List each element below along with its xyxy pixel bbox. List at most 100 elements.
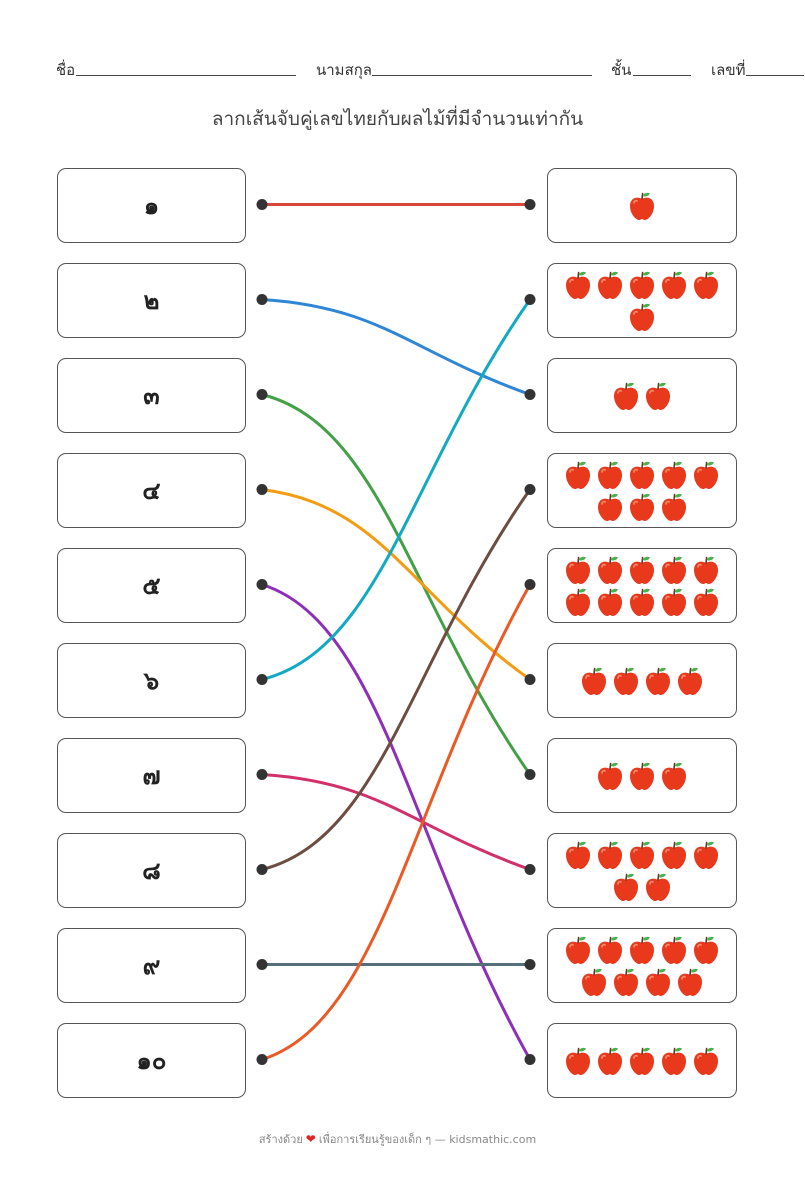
- right-connector-dot[interactable]: [524, 864, 536, 875]
- apple-icon: [630, 588, 654, 616]
- number-box[interactable]: ๘: [57, 833, 246, 908]
- number-label: เลขที่: [711, 61, 746, 79]
- left-connector-dot[interactable]: [256, 1054, 268, 1065]
- match-line[interactable]: [260, 488, 532, 871]
- apple-group: [562, 459, 722, 523]
- apple-box[interactable]: [547, 358, 737, 433]
- number-box[interactable]: ๑: [57, 168, 246, 243]
- apple-box[interactable]: [547, 453, 737, 528]
- match-line[interactable]: [260, 298, 532, 681]
- number-box[interactable]: ๔: [57, 453, 246, 528]
- apple-icon: [646, 382, 670, 410]
- apple-box[interactable]: [547, 928, 737, 1003]
- apple-icon: [646, 667, 670, 695]
- apple-icon: [630, 1047, 654, 1075]
- thai-numeral: ๗: [142, 761, 161, 790]
- left-connector-dot[interactable]: [256, 389, 268, 400]
- thai-numeral: ๘: [142, 856, 161, 885]
- apple-box[interactable]: [547, 738, 737, 813]
- apple-group: [562, 839, 722, 903]
- class-label: ชั้น: [611, 61, 632, 79]
- match-line[interactable]: [260, 583, 532, 1061]
- surname-field[interactable]: [372, 75, 592, 76]
- apple-icon: [630, 461, 654, 489]
- apple-group: [562, 269, 722, 333]
- apple-icon: [662, 556, 686, 584]
- surname-label: นามสกุล: [316, 61, 372, 79]
- right-connector-dot[interactable]: [524, 294, 536, 305]
- footer-suffix: เพื่อการเรียนรู้ของเด็ก ๆ — kidsmathic.c…: [318, 1133, 537, 1146]
- name-field[interactable]: [76, 75, 296, 76]
- number-box[interactable]: ๖: [57, 643, 246, 718]
- apple-icon: [614, 382, 638, 410]
- apple-icon: [598, 493, 622, 521]
- apple-icon: [582, 968, 606, 996]
- thai-numeral: ๓: [143, 381, 160, 410]
- left-connector-dot[interactable]: [256, 864, 268, 875]
- left-connector-dot[interactable]: [256, 769, 268, 780]
- apple-icon: [694, 556, 718, 584]
- apple-icon: [630, 192, 654, 220]
- right-connector-dot[interactable]: [524, 769, 536, 780]
- right-connector-dot[interactable]: [524, 389, 536, 400]
- apple-icon: [630, 841, 654, 869]
- footer: สร้างด้วย❤เพื่อการเรียนรู้ของเด็ก ๆ — ki…: [0, 1130, 795, 1148]
- right-connector-dot[interactable]: [524, 484, 536, 495]
- apple-group: [562, 554, 722, 618]
- left-connector-dot[interactable]: [256, 484, 268, 495]
- thai-numeral: ๑: [143, 191, 160, 220]
- apple-group: [562, 760, 722, 792]
- number-box[interactable]: ๗: [57, 738, 246, 813]
- match-line[interactable]: [260, 583, 532, 1061]
- number-box[interactable]: ๒: [57, 263, 246, 338]
- number-field[interactable]: [746, 75, 804, 76]
- apple-icon: [614, 667, 638, 695]
- apple-box[interactable]: [547, 263, 737, 338]
- right-connector-dot[interactable]: [524, 959, 536, 970]
- left-connector-dot[interactable]: [256, 199, 268, 210]
- apple-icon: [566, 271, 590, 299]
- apple-icon: [662, 271, 686, 299]
- apple-icon: [598, 461, 622, 489]
- apple-icon: [662, 762, 686, 790]
- apple-icon: [678, 667, 702, 695]
- apple-icon: [662, 461, 686, 489]
- right-connector-dot[interactable]: [524, 199, 536, 210]
- left-connector-dot[interactable]: [256, 674, 268, 685]
- left-connector-dot[interactable]: [256, 294, 268, 305]
- match-line[interactable]: [260, 393, 532, 776]
- apple-box[interactable]: [547, 643, 737, 718]
- number-box[interactable]: ๕: [57, 548, 246, 623]
- apple-box[interactable]: [547, 548, 737, 623]
- apple-box[interactable]: [547, 833, 737, 908]
- left-connector-dot[interactable]: [256, 959, 268, 970]
- apple-box[interactable]: [547, 168, 737, 243]
- number-box[interactable]: ๙: [57, 928, 246, 1003]
- heart-icon: ❤: [305, 1132, 316, 1146]
- apple-icon: [630, 271, 654, 299]
- apple-box[interactable]: [547, 1023, 737, 1098]
- apple-icon: [694, 1047, 718, 1075]
- apple-icon: [598, 841, 622, 869]
- number-box[interactable]: ๓: [57, 358, 246, 433]
- left-connector-dot[interactable]: [256, 579, 268, 590]
- apple-group: [562, 665, 722, 697]
- match-line[interactable]: [260, 773, 532, 871]
- name-label: ชื่อ: [56, 61, 76, 79]
- apple-icon: [646, 873, 670, 901]
- apple-icon: [694, 936, 718, 964]
- apple-icon: [678, 968, 702, 996]
- class-field[interactable]: [633, 75, 691, 76]
- right-connector-dot[interactable]: [524, 579, 536, 590]
- number-box[interactable]: ๑๐: [57, 1023, 246, 1098]
- apple-group: [562, 380, 722, 412]
- thai-numeral: ๕: [142, 571, 161, 600]
- right-connector-dot[interactable]: [524, 674, 536, 685]
- match-line[interactable]: [260, 488, 532, 681]
- apple-icon: [662, 588, 686, 616]
- apple-icon: [598, 762, 622, 790]
- right-connector-dot[interactable]: [524, 1054, 536, 1065]
- thai-numeral: ๒: [143, 286, 160, 315]
- match-line[interactable]: [260, 298, 532, 396]
